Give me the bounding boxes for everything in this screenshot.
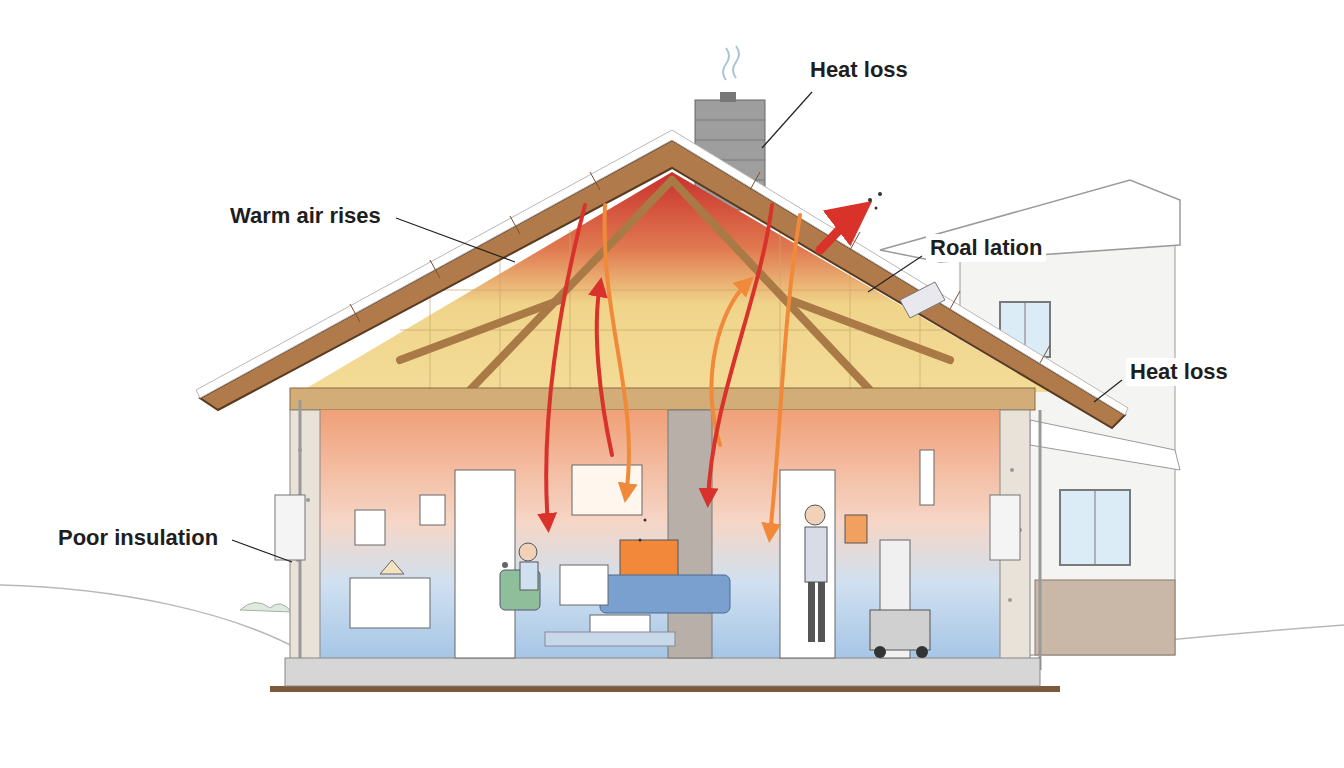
roof-part <box>200 140 1125 428</box>
roof-part-part <box>350 304 360 322</box>
attic-insulation-part-part <box>400 300 560 360</box>
room-furniture-part <box>502 562 508 568</box>
roof-part-part <box>750 172 760 190</box>
leader-lines-part <box>762 92 812 148</box>
heat-flow-arrows-part <box>639 192 883 542</box>
neighbour-house-part <box>1035 580 1175 655</box>
roof-part-part <box>950 291 960 309</box>
room-furniture-part <box>620 540 678 578</box>
callout-label: Heat loss <box>1126 358 1232 386</box>
room-furniture-part <box>805 505 825 525</box>
roof-part <box>900 282 945 318</box>
room-furniture-part <box>519 543 537 561</box>
house-walls-part <box>990 495 1020 560</box>
room-furniture-part <box>818 582 825 642</box>
heat-flow-arrows-part <box>770 215 800 535</box>
callout-label: Roal lation <box>926 234 1046 262</box>
heat-flow-arrows-part-part <box>868 198 872 202</box>
roof-part <box>350 172 1050 363</box>
chimney-part <box>695 140 765 141</box>
roof <box>196 130 1128 428</box>
neighbour-house-part <box>1060 490 1130 565</box>
chimney-part <box>733 46 739 78</box>
room-furniture-part <box>350 578 430 628</box>
room-furniture-part <box>560 565 608 605</box>
room-furniture-part <box>455 470 515 658</box>
room-furniture-part <box>420 495 445 525</box>
room-furniture-part <box>920 450 934 505</box>
heat-flow-arrows <box>546 192 882 542</box>
house-walls-part-part <box>1010 468 1014 472</box>
heat-flow-arrows-part <box>546 205 585 525</box>
callout-label: Warm air rises <box>226 202 385 230</box>
leader-lines <box>232 92 1122 562</box>
house-walls-part <box>1039 410 1042 670</box>
room-furniture-part <box>572 465 642 515</box>
roof-part <box>196 130 1128 415</box>
neighbour-house-part <box>1095 490 1096 565</box>
attic-insulation-part <box>290 388 1035 410</box>
heat-flow-arrows-part-part <box>875 207 878 210</box>
heat-flow-arrows-part-part <box>644 519 647 522</box>
house-walls-part-part <box>1008 598 1012 602</box>
roof-part-part <box>510 216 520 234</box>
chimney-part <box>695 120 765 121</box>
house-walls-part-part <box>306 498 310 502</box>
room-furniture-part <box>600 575 730 613</box>
heat-flow-arrows-part <box>708 205 772 500</box>
room-furniture-part <box>780 470 835 658</box>
house-walls <box>275 400 1040 686</box>
room-furniture-part <box>668 410 712 658</box>
heat-flow-arrows-part <box>605 205 629 495</box>
attic-insulation-part-part <box>570 230 571 390</box>
roof-part-part <box>430 260 440 278</box>
snowy-ground-part <box>240 602 292 612</box>
attic-insulation-part <box>400 180 950 390</box>
room-furniture <box>350 410 934 658</box>
snowy-ground-part <box>0 585 300 650</box>
heat-flow-arrows-part-part <box>878 192 882 196</box>
roof-part-part <box>590 172 600 190</box>
roof-part-part <box>850 232 860 250</box>
chimney-part <box>720 92 736 102</box>
heat-flow-arrows-part <box>820 212 858 250</box>
house-walls-part <box>320 410 1000 658</box>
callout-label: Heat loss <box>806 56 912 84</box>
room-furniture-part <box>916 646 928 658</box>
leader-lines-part <box>1094 380 1122 402</box>
attic-insulation-part-part <box>780 230 781 390</box>
room-furniture-part <box>870 610 930 650</box>
room-furniture-part <box>845 515 867 543</box>
chimney-part <box>723 48 729 80</box>
room-furniture-part <box>355 510 385 545</box>
neighbour-house-part <box>880 180 1180 262</box>
snowy-ground-part <box>270 686 1060 692</box>
leader-lines-part <box>396 218 515 262</box>
attic-insulation-part-part <box>440 290 910 291</box>
room-furniture-part <box>874 646 886 658</box>
room-furniture-part <box>520 562 538 590</box>
leader-lines-part <box>868 256 922 292</box>
callout-label: Poor insulation <box>54 524 222 552</box>
house-walls-part <box>285 658 1040 686</box>
room-furniture-part <box>808 582 815 642</box>
heat-flow-arrows-part-part <box>639 539 642 542</box>
room-furniture-part <box>380 560 404 574</box>
neighbour-house-part <box>1030 420 1180 470</box>
house-walls-part <box>275 495 305 560</box>
leader-lines-part <box>232 540 292 562</box>
roof-part-part <box>1040 345 1050 363</box>
heat-flow-arrows-part <box>597 285 612 455</box>
room-furniture-part <box>805 527 827 582</box>
room-furniture-part <box>545 632 675 646</box>
